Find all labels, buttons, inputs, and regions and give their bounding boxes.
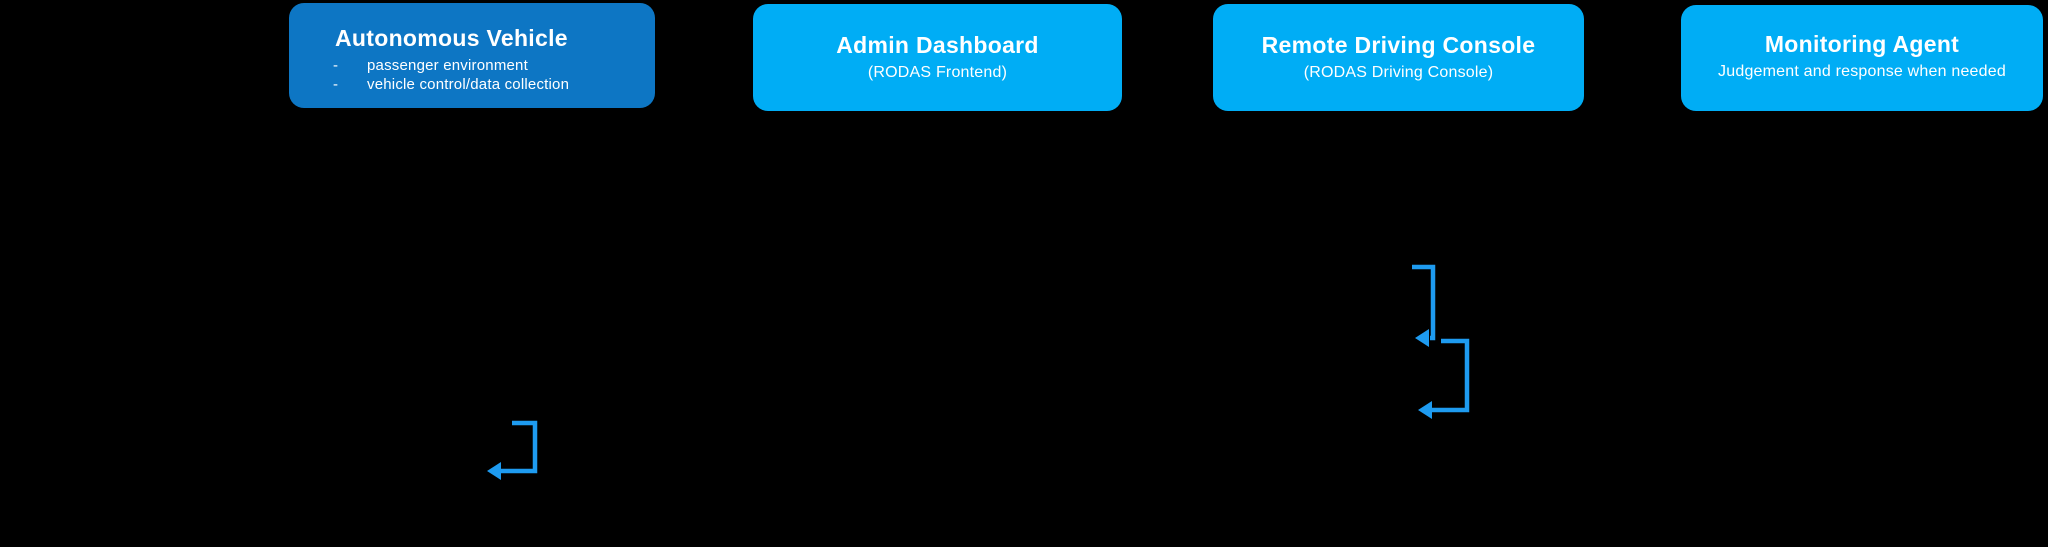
bullet-item: - passenger environment [289, 56, 655, 75]
box-monitoring-agent: Monitoring Agent Judgement and response … [1681, 5, 2043, 111]
box-remote-driving-console: Remote Driving Console (RODAS Driving Co… [1213, 4, 1584, 111]
bullet-item: - vehicle control/data collection [289, 75, 655, 94]
bullet-text: passenger environment [367, 57, 528, 74]
box-admin-dashboard: Admin Dashboard (RODAS Frontend) [753, 4, 1122, 111]
self-loop-arrow-1-icon [487, 420, 538, 480]
box-autonomous-vehicle-title: Autonomous Vehicle [335, 25, 568, 51]
box-remote-driving-console-subtitle: (RODAS Driving Console) [1303, 64, 1494, 81]
box-monitoring-agent-subtitle: Judgement and response when needed [1718, 63, 2006, 80]
box-monitoring-agent-title: Monitoring Agent [1764, 31, 1960, 57]
self-loop-arrow-3-icon [1418, 338, 1470, 419]
box-admin-dashboard-title: Admin Dashboard [836, 32, 1039, 58]
bullet-dash: - [333, 76, 339, 93]
bullet-list: - passenger environment - vehicle contro… [289, 56, 655, 94]
self-loop-arrow-2-icon [1412, 264, 1436, 347]
bullet-text: vehicle control/data collection [367, 76, 570, 93]
bullet-dash: - [333, 57, 339, 74]
box-remote-driving-console-title: Remote Driving Console [1261, 32, 1536, 58]
box-autonomous-vehicle: Autonomous Vehicle - passenger environme… [289, 3, 655, 108]
box-admin-dashboard-subtitle: (RODAS Frontend) [867, 64, 1008, 81]
